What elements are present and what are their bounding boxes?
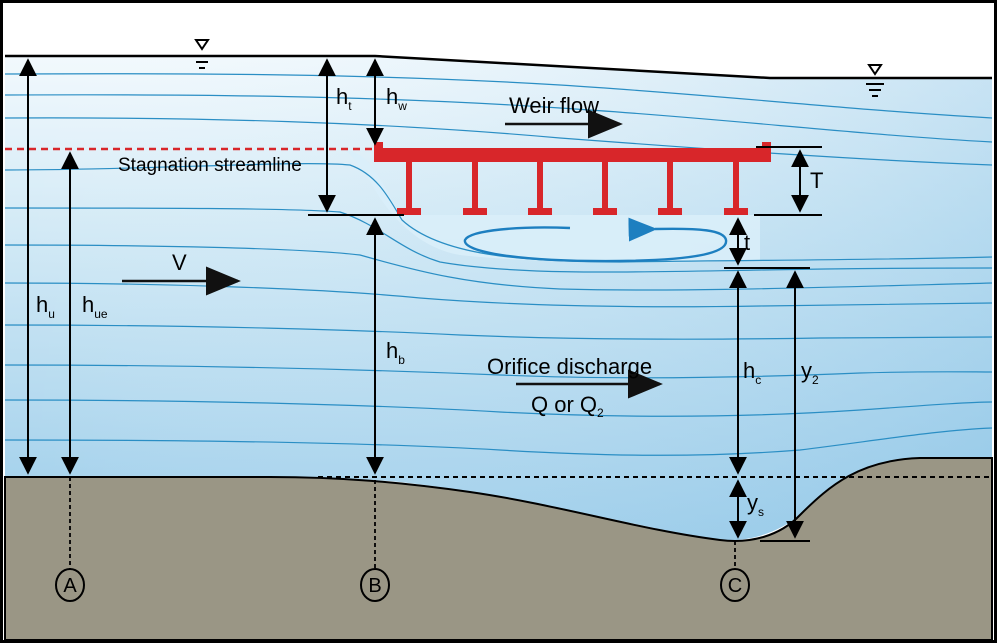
t-label: t [744,230,750,255]
hb-label: hb [386,338,405,367]
stagnation-streamline-label: Stagnation streamline [118,155,302,176]
y2-label: y2 [801,358,819,387]
water-surface-line [5,54,992,80]
section-lines [69,477,736,570]
orifice-discharge-label: Orifice discharge [487,354,652,379]
section-b-label: B [368,575,381,597]
bridge-deck [374,142,771,215]
ht-label: ht [336,84,352,113]
hc-label: hc [743,358,761,387]
water-surface-icon-downstream [866,64,884,97]
section-c-label: C [728,575,742,597]
eddy-recirculation [463,217,728,263]
reference-lines [308,146,992,542]
streamlines [4,73,993,456]
weir-flow-label: Weir flow [509,93,599,118]
T-label: T [810,168,823,193]
hue-label: hue [82,292,108,321]
dimension-arrows [19,58,809,539]
discharge-q-label: Q or Q2 [531,392,604,420]
section-a-label: A [63,575,77,597]
ys-label: ys [747,490,764,519]
section-marker-b: B [360,568,390,602]
velocity-label: V [172,250,187,275]
section-marker-a: A [55,568,85,602]
hu-label: hu [36,292,55,321]
section-marker-c: C [720,568,750,602]
water-surface-icon-upstream [193,39,211,69]
hw-label: hw [386,84,407,113]
